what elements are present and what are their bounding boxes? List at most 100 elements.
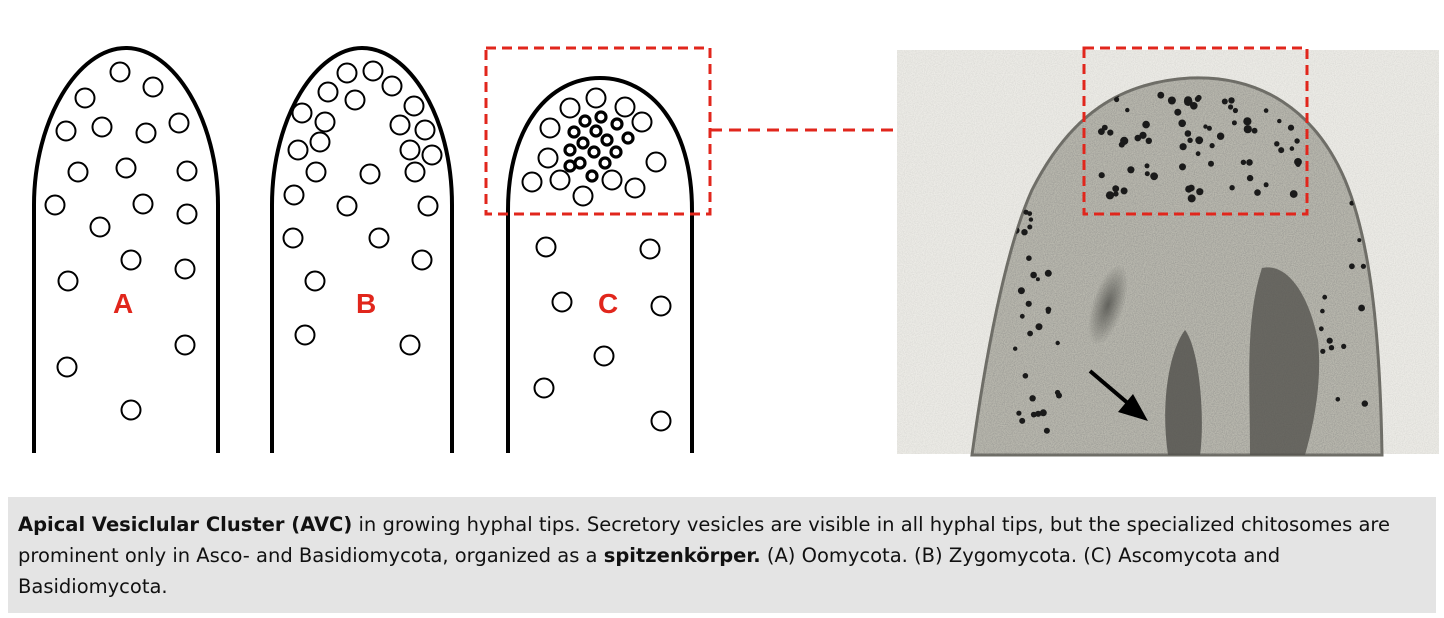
black-arrow-icon bbox=[1088, 369, 1148, 421]
vesicle bbox=[291, 102, 313, 124]
vesicle bbox=[176, 160, 198, 182]
micrograph-vesicle bbox=[1150, 172, 1158, 181]
vesicle bbox=[314, 111, 336, 133]
micrograph-vesicle bbox=[1178, 119, 1186, 128]
micrograph-vesicle bbox=[1322, 294, 1328, 300]
micrograph-vesicle bbox=[1232, 107, 1238, 114]
micrograph-vesicle bbox=[1055, 340, 1060, 346]
vesicle bbox=[368, 227, 390, 249]
micrograph-vesicle bbox=[1335, 397, 1341, 402]
micrograph-vesicle bbox=[1043, 427, 1050, 434]
vesicle bbox=[417, 195, 439, 217]
micrograph-vesicle bbox=[1035, 277, 1040, 282]
chitosome bbox=[563, 143, 577, 157]
micrograph-vesicle bbox=[1289, 190, 1298, 198]
micrograph-vesicle bbox=[1157, 91, 1165, 99]
vesicle bbox=[539, 117, 561, 139]
panel-label-b: B bbox=[356, 288, 376, 319]
vesicle bbox=[399, 334, 421, 356]
vesicle bbox=[67, 161, 89, 183]
micrograph-vesicle bbox=[1026, 255, 1032, 261]
caption-term: spitzenkörper. bbox=[603, 544, 761, 567]
caption-text-2: (A) Oomycota. (B) Zygomycota. (C) Ascomy… bbox=[18, 544, 1281, 598]
micrograph-vesicle bbox=[1029, 395, 1036, 402]
hypha-a-outline bbox=[32, 45, 220, 453]
micrograph-vesicle bbox=[1194, 96, 1201, 102]
micrograph-vesicle bbox=[1044, 269, 1052, 277]
micrograph-vesicle bbox=[1113, 191, 1119, 197]
panel-label-c: C bbox=[598, 288, 618, 319]
vesicle bbox=[624, 177, 646, 199]
micrograph-vesicle bbox=[1263, 108, 1269, 113]
vesicle bbox=[614, 96, 636, 118]
vesicle bbox=[120, 249, 142, 271]
vesicle bbox=[132, 193, 154, 215]
micrograph-vesicle bbox=[1361, 400, 1369, 407]
organelle-center bbox=[1165, 330, 1202, 455]
chitosome bbox=[563, 159, 577, 173]
vesicle bbox=[91, 116, 113, 138]
vesicle bbox=[533, 377, 555, 399]
chitosome bbox=[587, 145, 601, 159]
micrograph-vesicle bbox=[1221, 98, 1228, 105]
vesicle bbox=[421, 144, 443, 166]
micrograph-vesicle bbox=[1125, 107, 1130, 113]
micrograph-vesicle bbox=[1274, 141, 1280, 147]
micrograph-vesicle bbox=[1358, 304, 1365, 312]
micrograph-vesicle bbox=[1021, 229, 1028, 236]
vesicle bbox=[362, 60, 384, 82]
micrograph-vesicle bbox=[1326, 337, 1333, 344]
micrograph-vesicle bbox=[1254, 189, 1261, 196]
micrograph-vesicle bbox=[1263, 182, 1269, 188]
vesicle bbox=[551, 291, 573, 313]
vesicle bbox=[389, 114, 411, 136]
vesicle bbox=[282, 227, 304, 249]
micrograph-vesicle bbox=[1320, 308, 1325, 314]
micrograph-vesicle bbox=[1195, 151, 1201, 157]
micrograph-vesicle bbox=[1231, 120, 1237, 126]
caption-text-1: in growing hyphal tips. Secretory vesicl… bbox=[18, 513, 1390, 567]
micrograph-vesicle bbox=[1240, 159, 1247, 165]
micrograph-vesicle bbox=[1145, 137, 1153, 144]
micrograph-vesicle bbox=[1196, 188, 1204, 196]
micrograph-vesicle bbox=[1027, 224, 1033, 230]
micrograph-vesicle bbox=[1179, 143, 1187, 151]
vesicle bbox=[174, 334, 196, 356]
micrograph-vesicle bbox=[1251, 127, 1258, 134]
chitosome bbox=[594, 110, 608, 124]
vesicle bbox=[287, 139, 309, 161]
vesicle bbox=[359, 163, 381, 185]
micrograph-vesicle bbox=[1022, 373, 1029, 379]
micrograph-vesicle bbox=[1098, 172, 1105, 179]
micrograph-vesicle bbox=[1025, 300, 1032, 307]
micrograph-vesicle bbox=[1120, 187, 1128, 195]
vesicle bbox=[650, 410, 672, 432]
micrograph-vesicle bbox=[1184, 96, 1193, 105]
chitosome bbox=[578, 114, 592, 128]
vesicle bbox=[283, 184, 305, 206]
vesicle bbox=[645, 151, 667, 173]
vesicle bbox=[593, 345, 615, 367]
hypha-b-outline bbox=[270, 45, 454, 453]
micrograph-vesicle bbox=[1287, 124, 1295, 131]
chitosome bbox=[585, 169, 599, 183]
micrograph-vesicle bbox=[1228, 104, 1234, 110]
micrograph-vesicle bbox=[1174, 108, 1182, 116]
vesicle bbox=[381, 75, 403, 97]
micrograph-vesicle bbox=[1185, 185, 1193, 193]
micrograph-vesicle bbox=[1134, 134, 1142, 142]
chitosome bbox=[600, 133, 614, 147]
micrograph-vesicle bbox=[1019, 313, 1025, 319]
vesicle bbox=[120, 399, 142, 421]
vesicle bbox=[411, 249, 433, 271]
vesicles-b bbox=[282, 60, 443, 356]
vesicle bbox=[44, 194, 66, 216]
vesicle bbox=[336, 195, 358, 217]
hypha-c-outline bbox=[506, 75, 694, 453]
vesicle bbox=[317, 81, 339, 103]
vesicle bbox=[414, 119, 436, 141]
vesicle bbox=[135, 122, 157, 144]
hypha-tip-a: A bbox=[32, 45, 220, 453]
micrograph-vesicle bbox=[1027, 330, 1033, 337]
micrograph-vesicle bbox=[1019, 417, 1026, 424]
